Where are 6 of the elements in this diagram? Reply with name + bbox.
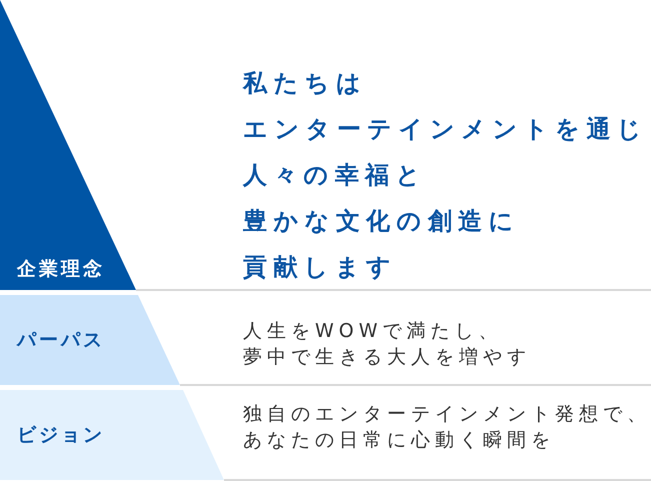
tier-label: パーパス — [17, 329, 105, 351]
statement-text: 私たちはエンターテインメントを通じ人々の幸福と豊かな文化の創造に貢献します — [243, 68, 648, 283]
description-text: 独自のエンターテインメント発想で、あなたの日常に心動く瞬間を — [243, 402, 651, 453]
tier-label: 企業理念 — [17, 258, 105, 280]
description-text: 人生をWOWで満たし、夢中で生きる大人を増やす — [243, 319, 531, 370]
tier-label: ビジョン — [17, 424, 105, 446]
